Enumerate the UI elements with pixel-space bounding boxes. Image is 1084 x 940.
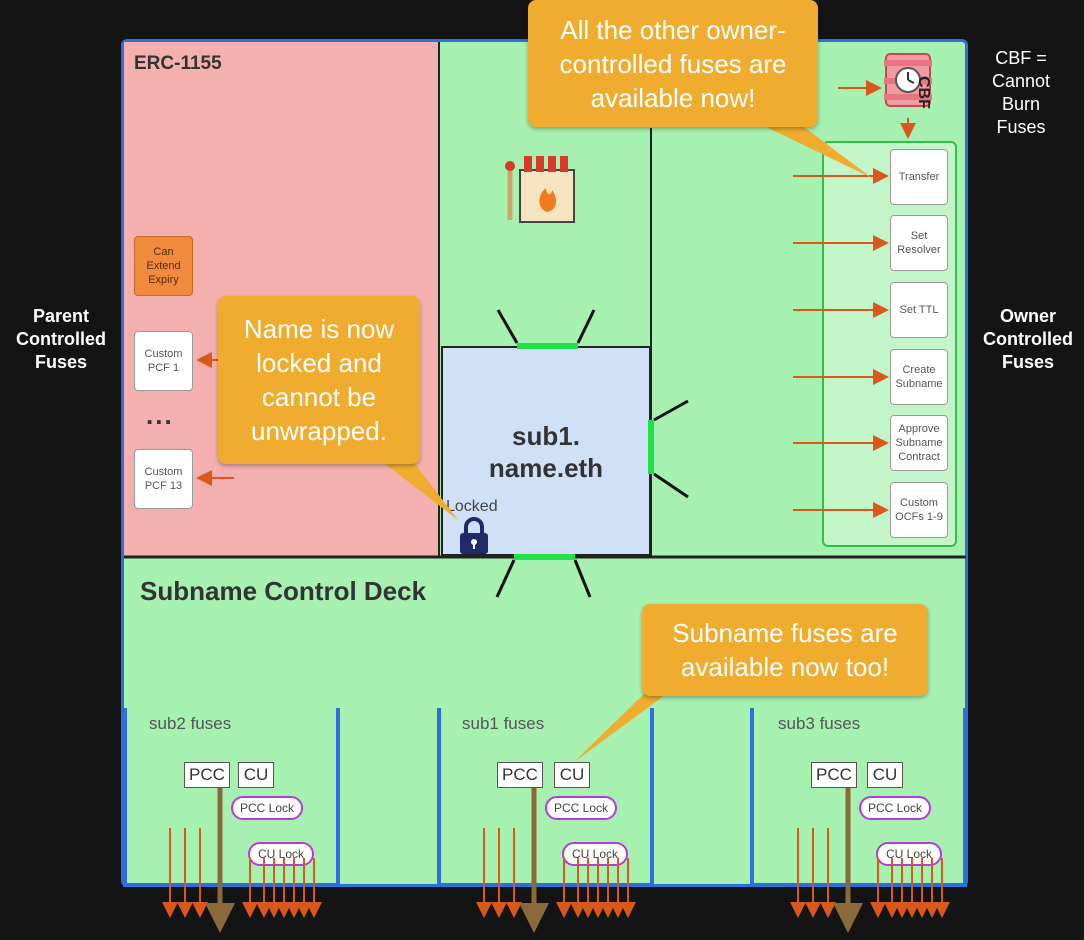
owner-controlled-fuses-label: Owner Controlled Fuses — [974, 305, 1082, 374]
parent-label-line: Fuses — [34, 352, 88, 372]
sub3-pcc-lock[interactable]: PCC Lock — [859, 796, 931, 820]
cbf-note-line: CBF = — [995, 48, 1047, 68]
parent-label-line: Controlled — [16, 329, 106, 349]
owner-label-line: Controlled — [983, 329, 1073, 349]
callout-line: controlled fuses are — [559, 48, 787, 79]
callout-name-locked: Name is now locked and cannot be unwrapp… — [218, 296, 420, 464]
lock-icon — [460, 517, 488, 554]
parent-controlled-fuses-label: Parent Controlled Fuses — [8, 305, 114, 374]
owner-label-line: Owner — [999, 306, 1056, 326]
fuse-approve-subname-contract[interactable]: Approve Subname Contract — [890, 415, 948, 471]
sub1-cu-lock[interactable]: CU Lock — [562, 842, 628, 866]
subname-control-deck-title: Subname Control Deck — [140, 576, 427, 606]
callout-line: locked and — [256, 348, 382, 378]
callout-line: cannot be — [261, 382, 377, 412]
owner-label-line: Fuses — [1001, 352, 1055, 372]
fuse-custom-pcf-13[interactable]: Custom PCF 13 — [134, 449, 193, 509]
callout-line: Name is now — [243, 314, 395, 344]
cbf-note-line: Fuses — [996, 117, 1046, 137]
bomb-icon — [884, 53, 932, 107]
parent-label-line: Parent — [32, 306, 90, 326]
fuse-set-ttl[interactable]: Set TTL — [890, 282, 948, 338]
sub1-pcc-fuse[interactable]: PCC — [497, 762, 543, 788]
fuse-custom-pcf-1[interactable]: Custom PCF 1 — [134, 331, 193, 391]
fuse-set-resolver[interactable]: Set Resolver — [890, 215, 948, 271]
locked-label: Locked — [446, 498, 498, 515]
ellipsis: ... — [146, 400, 174, 430]
sub3-fuses-label: sub3 fuses — [778, 714, 861, 733]
sub1-cu-fuse[interactable]: CU — [554, 762, 590, 788]
callout-line: Subname fuses are — [672, 618, 898, 648]
matchbox-icon — [505, 156, 575, 223]
callout-subname-fuses: Subname fuses are available now too! — [642, 604, 928, 696]
sub3-pcc-fuse[interactable]: PCC — [811, 762, 857, 788]
sub2-pcc-lock[interactable]: PCC Lock — [231, 796, 303, 820]
sub2-cu-fuse[interactable]: CU — [238, 762, 274, 788]
cbf-note-line: Cannot — [991, 71, 1051, 91]
name-line-1: sub1. — [512, 421, 580, 451]
owner-fuses-container — [822, 141, 957, 547]
callout-line: unwrapped. — [251, 416, 387, 446]
name-line-2: name.eth — [488, 453, 604, 483]
callout-line: All the other owner- — [560, 14, 786, 45]
sub2-fuses-label: sub2 fuses — [149, 714, 232, 733]
fuse-create-subname[interactable]: Create Subname — [890, 349, 948, 405]
callout-owner-fuses: All the other owner- controlled fuses ar… — [528, 0, 818, 127]
erc1155-title: ERC-1155 — [134, 53, 222, 74]
sub3-cu-fuse[interactable]: CU — [867, 762, 903, 788]
fuse-can-extend-expiry[interactable]: Can Extend Expiry — [134, 236, 193, 296]
fuse-transfer[interactable]: Transfer — [890, 149, 948, 205]
cbf-note-line: Burn — [1001, 94, 1041, 114]
sub2-pcc-fuse[interactable]: PCC — [184, 762, 230, 788]
sub1-pcc-lock[interactable]: PCC Lock — [545, 796, 617, 820]
sub2-cu-lock[interactable]: CU Lock — [248, 842, 314, 866]
cbf-definition: CBF = Cannot Burn Fuses — [976, 47, 1066, 139]
callout-line: available now too! — [680, 652, 890, 682]
sub1-name-text: sub1. name.eth — [441, 420, 651, 484]
sub1-fuses-label: sub1 fuses — [462, 714, 545, 733]
callout-line: available now! — [590, 82, 756, 113]
fuse-custom-ocfs[interactable]: Custom OCFs 1-9 — [890, 482, 948, 538]
